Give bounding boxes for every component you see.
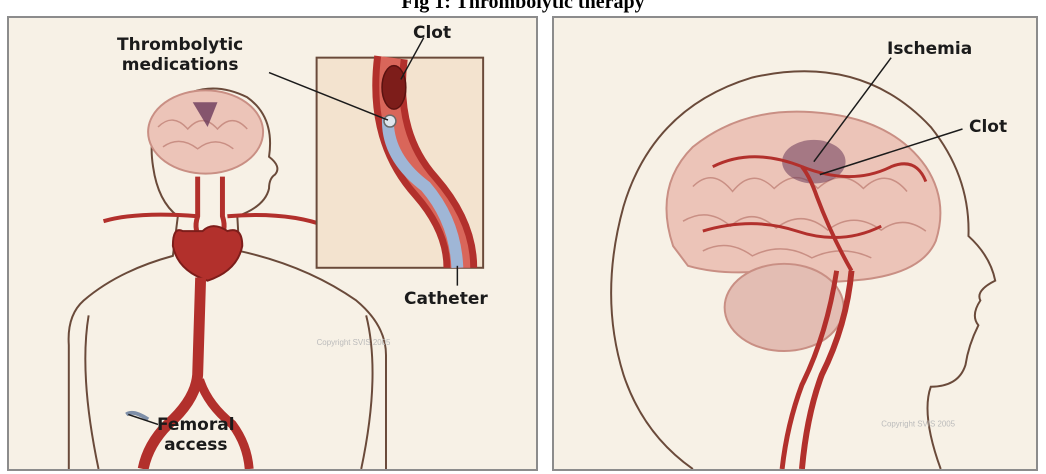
- catheter-label: Catheter: [404, 289, 488, 309]
- cerebellum: [725, 264, 844, 351]
- brain-right: [666, 112, 940, 282]
- inset-medication-tip: [384, 115, 396, 127]
- right-panel-illustration: Copyright SVIS 2005 Ischemia Clot: [552, 16, 1038, 471]
- heart: [173, 226, 242, 281]
- left-arm-contour: [85, 315, 98, 469]
- left-panel-illustration: Copyright SVIS 2005 Thrombolytic medicat…: [7, 16, 538, 471]
- arm-artery-left: [103, 215, 197, 222]
- arm-artery-right: [227, 215, 326, 226]
- thrombolytic-medications-label: Thrombolytic medications: [117, 35, 243, 75]
- body-illustration: Copyright SVIS 2005: [9, 18, 536, 469]
- head-illustration: Copyright SVIS 2005: [554, 18, 1036, 469]
- inset-clot: [382, 66, 406, 110]
- clot-label-right: Clot: [969, 117, 1007, 137]
- right-copyright-watermark: Copyright SVIS 2005: [881, 419, 955, 428]
- femoral-catheter: [126, 413, 148, 420]
- clot-label-left: Clot: [413, 23, 451, 43]
- ischemia-label: Ischemia: [887, 39, 972, 59]
- figure-caption: Fig 1: Thrombolytic therapy: [0, 0, 1046, 14]
- left-copyright-watermark: Copyright SVIS 2005: [317, 338, 391, 347]
- femoral-access-label: Femoral access: [157, 415, 235, 455]
